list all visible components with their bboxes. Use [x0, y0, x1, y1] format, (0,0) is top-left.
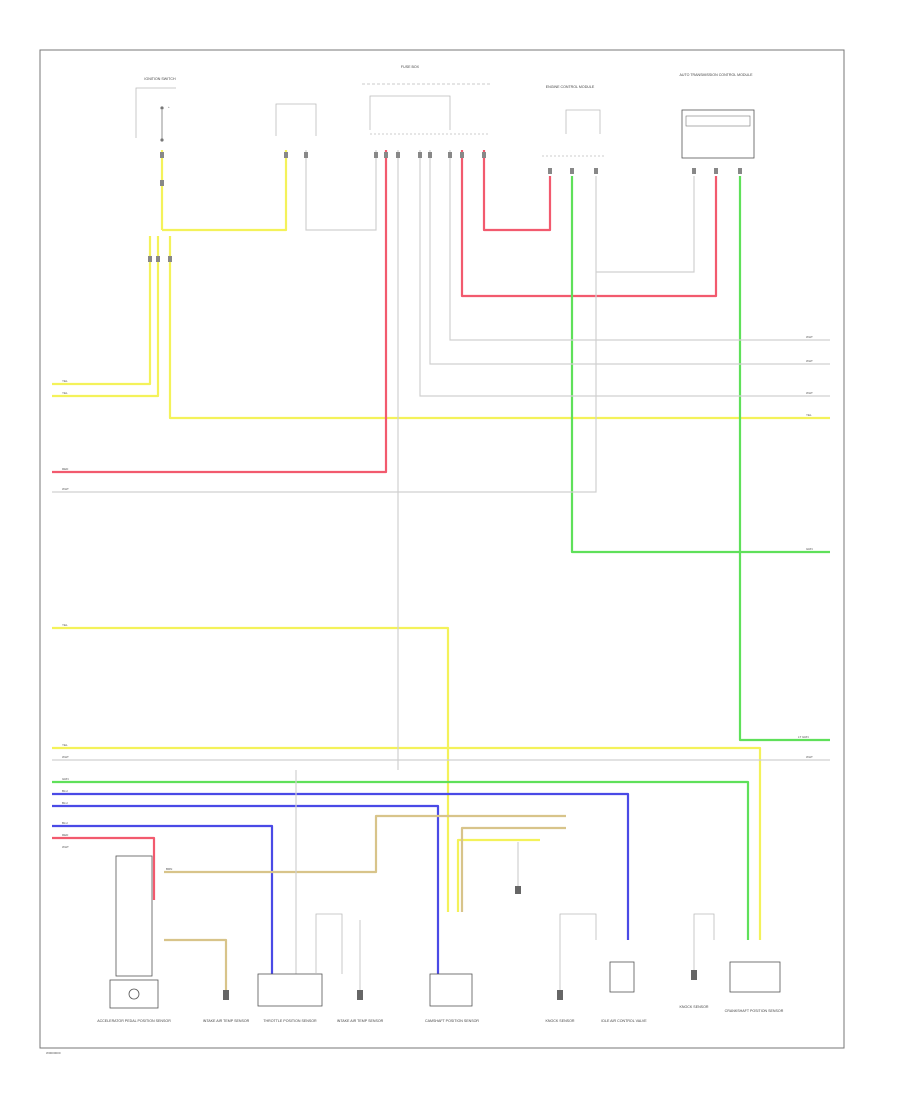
svg-text:INTAKE AIR TEMP SENSOR: INTAKE AIR TEMP SENSOR [203, 1019, 250, 1023]
blue-wires [52, 792, 630, 974]
fuse-box: FUSE BOX [362, 65, 492, 135]
svg-text:CRANKSHAFT POSITION SENSOR: CRANKSHAFT POSITION SENSOR [725, 1009, 784, 1013]
svg-text:BLU: BLU [62, 801, 68, 805]
svg-text:IDLE AIR CONTROL VALVE: IDLE AIR CONTROL VALVE [601, 1019, 647, 1023]
fuse-box-label: FUSE BOX [401, 65, 420, 69]
wire-tags: YEL YEL RED WHT YEL YEL WHT GRN BLU BLU … [62, 335, 813, 871]
crankshaft-position-sensor: CRANKSHAFT POSITION SENSOR [725, 961, 784, 1013]
svg-text:WHT: WHT [806, 755, 813, 759]
svg-text:RED: RED [62, 833, 69, 837]
svg-text:KNOCK SENSOR: KNOCK SENSOR [680, 1005, 709, 1009]
ignition-switch-label: IGNITION SWITCH [144, 77, 176, 81]
svg-text:LT GRN: LT GRN [798, 735, 809, 739]
svg-text:WHT: WHT [806, 335, 813, 339]
gray-wires [52, 150, 830, 974]
engine-control-module: ENGINE CONTROL MODULE [542, 85, 604, 157]
svg-text:WHT: WHT [62, 487, 69, 491]
svg-text:THROTTLE POSITION SENSOR: THROTTLE POSITION SENSOR [263, 1019, 317, 1023]
idle-air-control-valve: IDLE AIR CONTROL VALVE [601, 961, 647, 1023]
svg-text:YEL: YEL [806, 413, 812, 417]
knock-sensor-1: KNOCK SENSOR [546, 913, 597, 1023]
diagram-frame [39, 49, 845, 1049]
ground-symbol [515, 886, 521, 894]
svg-text:RED: RED [62, 467, 69, 471]
tcm-label: AUTO TRANSMISSION CONTROL MODULE [679, 73, 753, 77]
accelerator-pedal-sensor: ACCELERATOR PEDAL POSITION SENSOR [97, 855, 171, 1023]
intake-air-temp-sensor-2: INTAKE AIR TEMP SENSOR [337, 920, 384, 1023]
svg-text:YEL: YEL [62, 379, 68, 383]
svg-text:GRN: GRN [62, 777, 69, 781]
yellow-wires [52, 150, 830, 940]
svg-text:YEL: YEL [62, 391, 68, 395]
svg-text:BRN: BRN [166, 867, 172, 871]
knock-sensor-2: KNOCK SENSOR [680, 913, 715, 1009]
svg-text:WHT: WHT [806, 391, 813, 395]
svg-text:BLU: BLU [62, 789, 68, 793]
camshaft-position-sensor: CAMSHAFT POSITION SENSOR [425, 973, 479, 1023]
svg-text:WHT: WHT [62, 755, 69, 759]
throttle-position-sensor: THROTTLE POSITION SENSOR [257, 913, 343, 1023]
connector-pins [148, 152, 742, 262]
svg-text:+: + [168, 105, 170, 109]
svg-text:WHT: WHT [806, 359, 813, 363]
transmission-control-module: AUTO TRANSMISSION CONTROL MODULE [679, 73, 755, 159]
tan-wires [164, 814, 566, 990]
intake-air-temp-sensor-1: INTAKE AIR TEMP SENSOR [203, 990, 250, 1023]
svg-text:YEL: YEL [62, 743, 68, 747]
ignition-switch: IGNITION SWITCH + [135, 77, 176, 142]
svg-text:INTAKE AIR TEMP SENSOR: INTAKE AIR TEMP SENSOR [337, 1019, 384, 1023]
svg-text:CAMSHAFT POSITION SENSOR: CAMSHAFT POSITION SENSOR [425, 1019, 479, 1023]
red-wires [52, 150, 718, 900]
svg-text:YEL: YEL [62, 623, 68, 627]
svg-text:ACCELERATOR PEDAL POSITION SEN: ACCELERATOR PEDAL POSITION SENSOR [97, 1019, 171, 1023]
relay-box [275, 103, 317, 136]
svg-text:BLU: BLU [62, 821, 68, 825]
svg-text:KNOCK SENSOR: KNOCK SENSOR [546, 1019, 575, 1023]
svg-text:WHT: WHT [62, 845, 69, 849]
ecm-label: ENGINE CONTROL MODULE [546, 85, 595, 89]
footer-code: W0000000 [46, 1051, 61, 1055]
svg-text:GRN: GRN [806, 547, 813, 551]
